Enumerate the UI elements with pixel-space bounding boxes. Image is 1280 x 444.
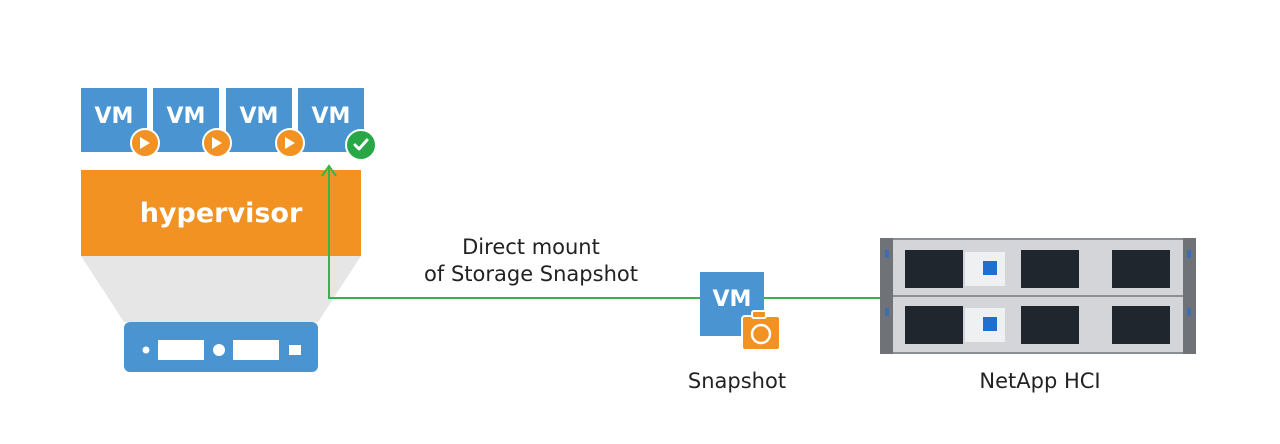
vm-label: VM xyxy=(94,103,134,129)
connection-label-line2: of Storage Snapshot xyxy=(424,262,638,286)
vm-box-1: VM xyxy=(81,88,147,152)
snapshot-vm-label: VM xyxy=(712,287,752,312)
connection-label-line1: Direct mount xyxy=(462,235,600,259)
vm-label: VM xyxy=(239,103,279,129)
funnel-shape xyxy=(81,256,361,322)
connection-label: Direct mount of Storage Snapshot xyxy=(400,234,662,288)
host-server-slot xyxy=(158,340,204,360)
vm-box-4: VM xyxy=(298,88,364,152)
vm-label: VM xyxy=(166,103,206,129)
host-server-button xyxy=(213,344,225,356)
connection-line xyxy=(328,168,700,299)
netapp-hci-caption: NetApp HCI xyxy=(979,369,1101,393)
check-icon xyxy=(345,129,377,161)
play-icon xyxy=(130,128,160,158)
hypervisor-label: hypervisor xyxy=(139,197,303,229)
host-server-port xyxy=(289,345,301,355)
hypervisor-block: hypervisor xyxy=(81,170,361,256)
host-server-slot xyxy=(233,340,279,360)
snapshot-caption: Snapshot xyxy=(687,369,787,393)
connection-arrowhead xyxy=(321,164,337,177)
vm-label: VM xyxy=(311,103,351,129)
camera-icon xyxy=(741,310,781,351)
play-icon xyxy=(275,128,305,158)
host-server-led xyxy=(142,346,150,354)
play-icon xyxy=(202,128,232,158)
netapp-hci-chassis xyxy=(880,238,1196,354)
